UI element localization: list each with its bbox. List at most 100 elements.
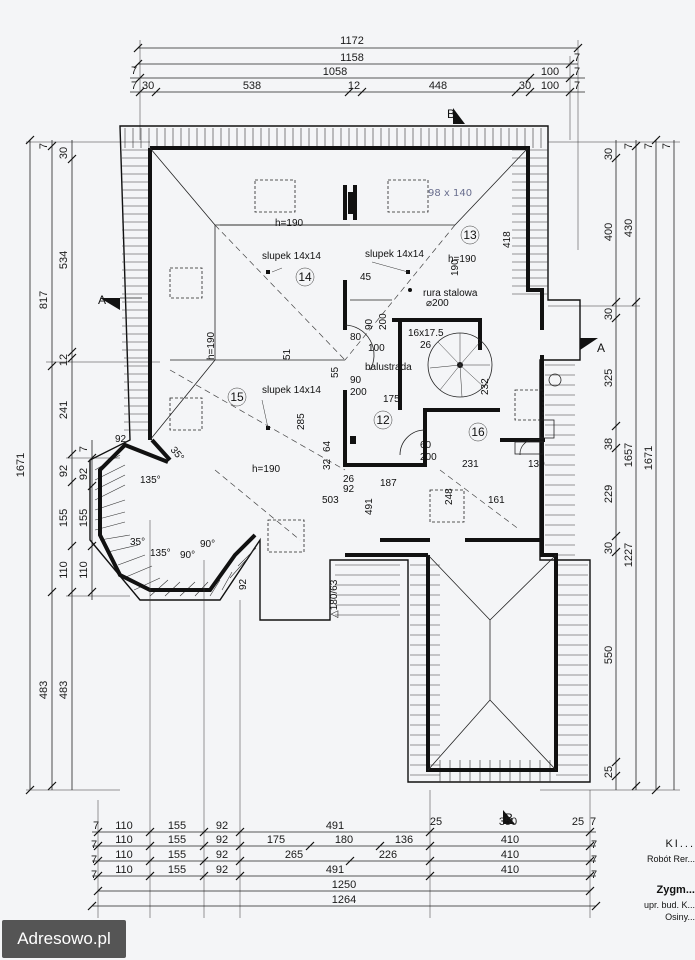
note-190: 190: [450, 259, 461, 276]
note-200b: 200: [350, 387, 367, 398]
dim-right-7b: 7: [643, 143, 655, 149]
section-b-bottom: B: [505, 811, 513, 825]
room-14: 14: [298, 270, 312, 284]
bottom-r4-110: 110: [115, 864, 133, 876]
bottom-r3-226: 226: [379, 849, 397, 861]
dim-right-30a: 30: [603, 148, 615, 160]
note-stair-2: 26: [420, 340, 432, 351]
dim-right-7a: 7: [623, 143, 635, 149]
note-60: 60: [420, 440, 432, 451]
note-503: 503: [322, 495, 339, 506]
note-92: 92: [343, 484, 355, 495]
note-slupek-1: slupek 14x14: [262, 251, 321, 262]
dim-top-7e: 7: [574, 80, 580, 92]
dim-top-7d: 7: [131, 80, 137, 92]
room-13: 13: [463, 228, 477, 242]
dim-right-430: 430: [623, 219, 635, 237]
note-64: 64: [322, 440, 333, 452]
dim-left-241: 241: [58, 401, 70, 419]
note-32: 32: [322, 458, 333, 470]
dim-left-817: 817: [38, 291, 50, 309]
note-285: 285: [296, 413, 307, 430]
handwritten-note: 98 x 140: [428, 188, 472, 199]
stamp-line-3: Zygm...: [656, 884, 695, 896]
section-b-top: B: [447, 107, 455, 121]
note-80: 80: [350, 332, 362, 343]
dim-top-100b: 100: [541, 80, 559, 92]
dim-right-1671: 1671: [643, 446, 655, 470]
dim-top-538: 538: [243, 80, 261, 92]
note-231: 231: [462, 459, 479, 470]
dim-top-100a: 100: [541, 66, 559, 78]
dim-top-448: 448: [429, 80, 447, 92]
bottom-r2-7a: 7: [91, 839, 97, 851]
dim-left-110a: 110: [58, 561, 70, 579]
note-rura-2: ⌀200: [426, 298, 449, 309]
dim-top-1158: 1158: [340, 52, 364, 64]
bottom-r3-7b: 7: [591, 854, 597, 866]
note-187: 187: [380, 478, 397, 489]
note-200c: 200: [420, 452, 437, 463]
note-slupek-3: slupek 14x14: [262, 385, 321, 396]
bottom-r5-1250: 1250: [332, 879, 356, 891]
dim-right-1227: 1227: [623, 543, 635, 567]
left-dimension-chains: 1671 7 817 483 30 534 12 241 92 155 110 …: [15, 135, 160, 795]
watermark-logo: Adresowo.pl: [2, 920, 126, 958]
room-12: 12: [376, 413, 390, 427]
room-labels: 14 13 15 12 16: [227, 225, 488, 442]
dim-right-325: 325: [603, 369, 615, 387]
note-26: 26: [343, 474, 355, 485]
bottom-r1-7a: 7: [93, 820, 99, 832]
section-marks: A A B B: [98, 107, 605, 825]
dim-left-30: 30: [58, 147, 70, 159]
room-16: 16: [471, 425, 485, 439]
note-418: 418: [502, 231, 513, 248]
stamp-line-2: Robót Rer...: [646, 854, 695, 864]
note-92b: 92: [238, 578, 249, 590]
note-92c: 92: [115, 434, 127, 445]
dim-left-1671: 1671: [15, 453, 27, 477]
note-200a: 200: [378, 313, 389, 330]
note-161: 161: [488, 495, 505, 506]
bottom-r1-25b: 25: [572, 816, 584, 828]
note-248: 248: [444, 488, 455, 505]
bottom-r1-350: 350: [499, 816, 517, 828]
note-90: 90: [364, 318, 375, 330]
note-slupek-2: slupek 14x14: [365, 249, 424, 260]
bottom-r3-110: 110: [115, 849, 133, 861]
dim-top-7a: 7: [574, 52, 580, 64]
bottom-r2-110: 110: [115, 834, 133, 846]
dim-left-155b: 155: [78, 509, 90, 527]
bottom-r2-136: 136: [395, 834, 413, 846]
dim-left-534: 534: [58, 251, 70, 269]
note-h190-bottom: h=190: [252, 464, 281, 475]
designer-stamp: KI... Robót Rer... Zygm... upr. bud. K..…: [618, 838, 695, 948]
right-dimension-chains: 30 400 30 325 38 229 30 550 25 7 430 165…: [540, 135, 680, 795]
section-a-right: A: [597, 341, 605, 355]
note-balustrada: balustrada: [365, 362, 412, 373]
bottom-dimension-chains: 7 110 155 92 491 25 350 25 7 7 110 155 9…: [87, 520, 601, 918]
note-pitch-5: 35°: [130, 537, 145, 548]
top-dimension-chains: 1172 1158 7 7 1058 100 7 7 30 538 12 448…: [130, 35, 585, 250]
bottom-r1-110: 110: [115, 820, 133, 832]
note-stair-1: 16x17.5: [408, 328, 444, 339]
dim-right-7c: 7: [661, 143, 673, 149]
note-100: 100: [368, 343, 385, 354]
note-rura-1: rura stalowa: [423, 288, 478, 299]
dim-left-483b: 483: [58, 681, 70, 699]
plan-annotations: h=190 h=190 h=190 slupek 14x14 slupek 14…: [115, 188, 545, 618]
dim-top-30a: 30: [142, 80, 154, 92]
note-slope: △180/63: [329, 579, 340, 618]
stamp-line-1: KI...: [665, 838, 695, 850]
bottom-r4-410: 410: [501, 864, 519, 876]
dim-left-155a: 155: [58, 509, 70, 527]
dim-top-30b: 30: [519, 80, 531, 92]
dim-left-483a: 483: [38, 681, 50, 699]
note-491: 491: [364, 498, 375, 515]
section-a-left: A: [98, 293, 106, 307]
bottom-r1-155: 155: [168, 820, 186, 832]
note-h190-top: h=190: [275, 218, 304, 229]
note-55: 55: [330, 366, 341, 378]
bottom-r4-7b: 7: [591, 869, 597, 881]
dim-top-12: 12: [348, 80, 360, 92]
